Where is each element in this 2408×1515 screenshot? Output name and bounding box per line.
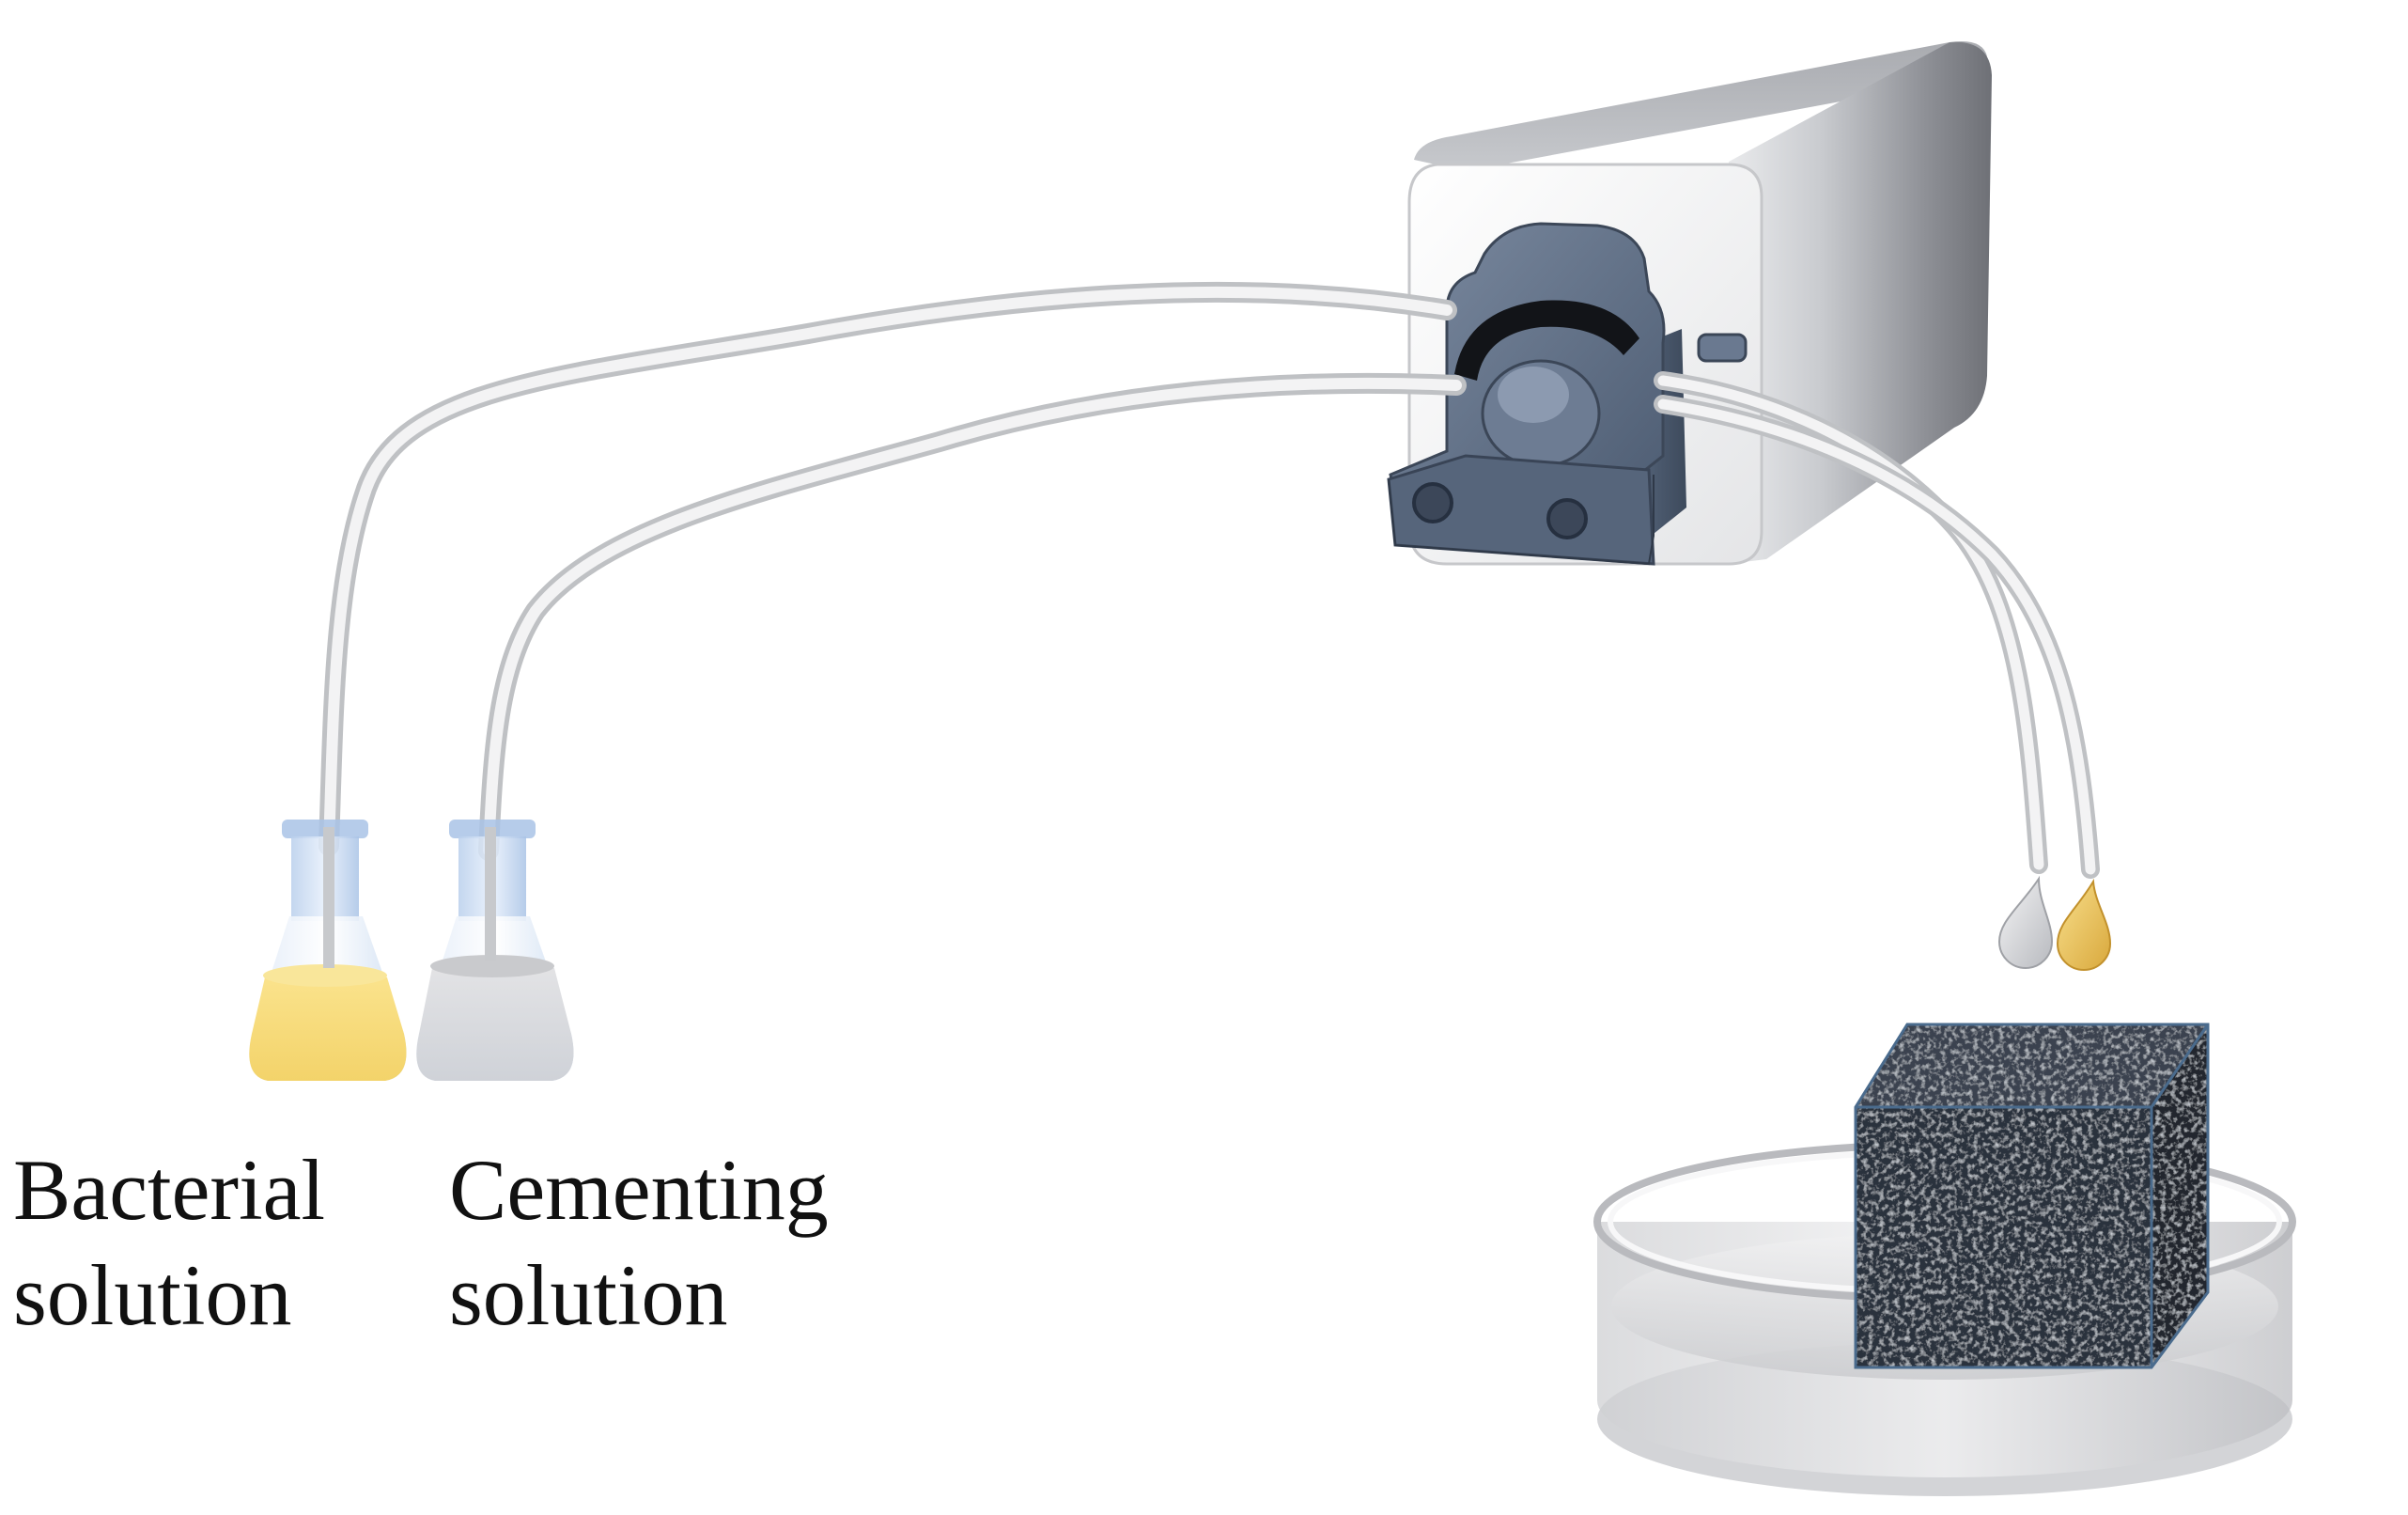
- tube-cementing: [478, 372, 1467, 861]
- cementing-liquid: [416, 959, 574, 1081]
- cube-side-face: [2152, 1024, 2208, 1367]
- droplet-icon-grey: [1997, 875, 2054, 969]
- pump-knob: [1697, 333, 1748, 363]
- cementing-solution-label: Cementing solution: [449, 1137, 829, 1348]
- flask-icon-bacterial: [249, 820, 407, 1081]
- pump-rotor-arc: [1454, 300, 1639, 381]
- cube-top-face: [1856, 1024, 2208, 1107]
- sample-cube-icon: [1854, 1023, 2210, 1369]
- cementing-label-line1: Cementing: [449, 1142, 829, 1238]
- pump-base-front: [1388, 475, 1655, 566]
- cementing-label-line2: solution: [449, 1247, 728, 1343]
- tubing-icon: [318, 281, 2100, 879]
- pump-rotor-cap: [1498, 367, 1569, 423]
- bacterial-liquid: [249, 968, 407, 1081]
- pump-screw-right: [1546, 498, 1588, 539]
- pump-side-face: [1729, 41, 1992, 564]
- cube-front-face: [1856, 1107, 2152, 1367]
- flask-icon-cementing: [416, 820, 574, 1081]
- bacterial-label-line1: Bacterial: [13, 1142, 326, 1238]
- pump-screw-left: [1412, 482, 1453, 523]
- droplet-icon-yellow: [2056, 878, 2112, 971]
- bacterial-solution-label: Bacterial solution: [13, 1137, 325, 1348]
- bacterial-label-line2: solution: [13, 1247, 292, 1343]
- pump-top-face: [1414, 41, 1987, 171]
